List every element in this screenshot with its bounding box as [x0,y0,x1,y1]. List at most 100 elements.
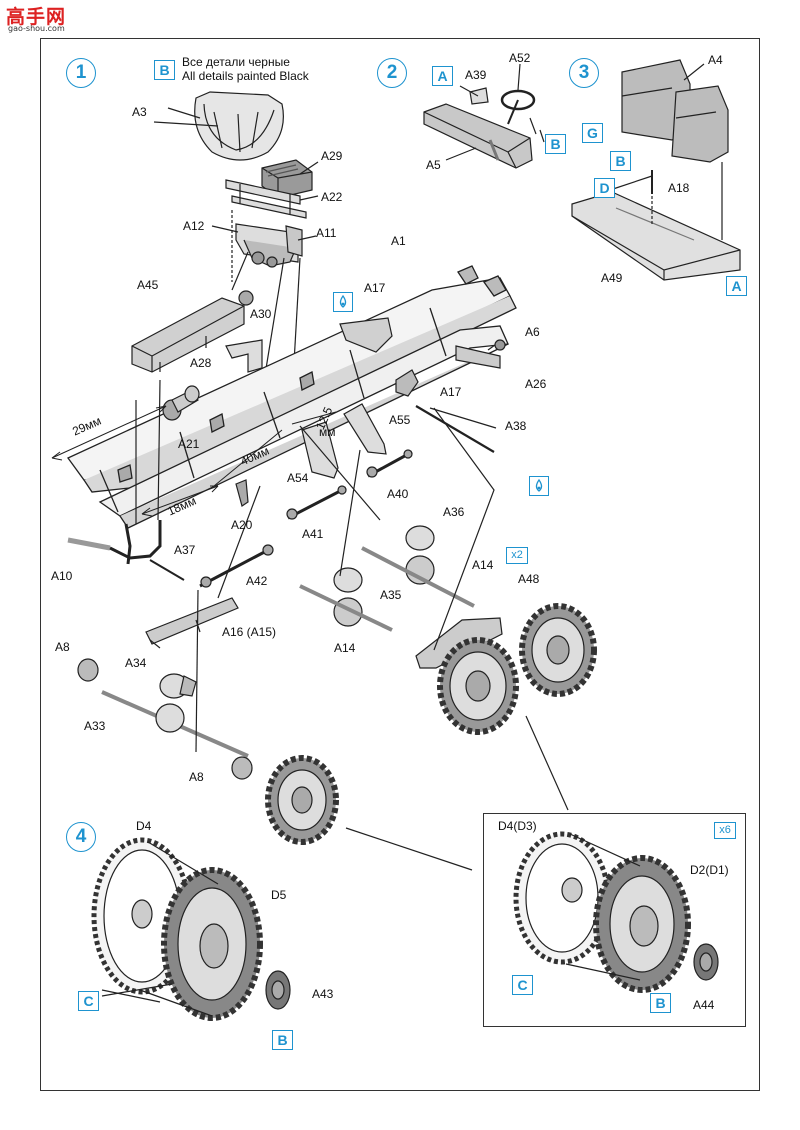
fuel-tank-a45-part [131,290,254,373]
part-label-a17: A17 [364,281,386,295]
part-label-a5: A5 [426,158,441,172]
seat-a3-part [194,91,284,161]
color-code-g: G [582,123,603,143]
shaft-a40-part [366,449,413,478]
inset-wheel-half-d2 [593,855,691,993]
part-label-a26: A26 [525,377,547,391]
part-label-a11: A11 [316,226,337,240]
part-label-a12: A12 [183,219,205,233]
dimension-12-5-unit: мм [319,425,336,439]
spring-hanger-a17-part [395,369,419,397]
battery-a28-part [162,385,200,421]
note-english: All details painted Black [182,69,309,83]
part-label-a16: A16 (A15) [222,625,277,639]
hub-a8-part [77,658,253,780]
part-label-a41: A41 [302,527,324,541]
color-code-d: D [594,178,615,198]
color-code-b: B [272,1030,293,1050]
part-label-a3: A3 [132,105,147,119]
part-label-d4: D4 [136,819,152,833]
part-label-a8: A8 [189,770,204,784]
rear-wheel-2 [519,603,597,697]
lever-a20-part [235,479,249,507]
part-label-a20: A20 [231,518,253,532]
step-2-number: 2 [377,58,407,88]
part-label-a28: A28 [190,356,212,370]
part-label-d4-d3: D4(D3) [498,819,537,833]
quantity-x2-badge: x2 [506,547,528,564]
inset-wheel-half-d4 [513,831,611,965]
color-code-a: A [432,66,453,86]
differential-a36-part [361,525,475,608]
part-label-a6: A6 [525,325,540,339]
site-watermark: 高手网 gao-shou.com [4,2,74,34]
shaft-a41-part [286,485,347,520]
differential-a34-part [159,673,197,699]
differential-a35-part [299,567,393,632]
shaft-a38-part [415,405,495,453]
part-label-a39: A39 [465,68,487,82]
bolt-a6-part [487,339,506,351]
part-label-a55: A55 [389,413,411,427]
part-label-a34: A34 [125,656,147,670]
step-1-number: 1 [66,58,96,88]
part-label-d2-d1: D2(D1) [690,863,729,877]
crossmember-a17-part [339,317,393,353]
axle-a33-part [101,690,249,758]
part-label-a33: A33 [84,719,106,733]
color-code-b: B [545,134,566,154]
part-label-a29: A29 [321,149,343,163]
part-label-a43: A43 [312,987,334,1001]
part-label-a49: A49 [601,271,623,285]
part-label-a21: A21 [178,437,200,451]
rod-a37-part [149,559,185,581]
bracket-a55-part [343,403,387,455]
paint-drop-icon [333,292,353,312]
part-label-a38: A38 [505,419,527,433]
exhaust-a10-part [67,520,162,565]
part-label-a17: A17 [440,385,462,399]
rear-wheel-1 [437,637,519,735]
hub-cap-a43-part [265,970,291,1010]
part-label-a18: A18 [668,181,690,195]
part-label-a42: A42 [246,574,268,588]
part-label-a1: A1 [391,234,406,248]
part-label-a4: A4 [708,53,723,67]
bracket-a22-part [225,179,307,219]
gearbox-a11-part [235,223,303,268]
color-code-c: C [512,975,533,995]
part-label-a44: A44 [693,998,715,1012]
watermark-url: gao-shou.com [8,24,65,33]
part-label-a36: A36 [443,505,465,519]
steering-wheel-a52-part [500,89,536,125]
part-label-a40: A40 [387,487,409,501]
part-label-a14: A14 [334,641,356,655]
front-wheel [265,755,339,845]
step-3-number: 3 [569,58,599,88]
part-label-a30: A30 [250,307,272,321]
part-label-a52: A52 [509,51,531,65]
seat-a4-part [621,59,729,163]
color-code-a: A [726,276,747,296]
bracket-a26-part [455,345,501,369]
note-russian: Все детали черные [182,55,290,69]
part-label-a35: A35 [380,588,402,602]
lever-a39-part [469,87,489,105]
color-code-b: B [154,60,175,80]
part-label-d5: D5 [271,888,287,902]
wheel-inset-panel: x6 [483,813,746,1027]
wheel-half-d5 [161,867,263,1021]
spring-a16-part [145,597,239,649]
dashboard-a5-part [423,103,533,169]
part-label-a54: A54 [287,471,309,485]
color-code-b: B [650,993,671,1013]
color-code-c: C [78,991,99,1011]
part-label-a10: A10 [51,569,73,583]
shaft-a42-part [199,544,274,588]
part-label-a22: A22 [321,190,343,204]
paint-drop-icon [529,476,549,496]
part-label-a48: A48 [518,572,540,586]
step-4-number: 4 [66,822,96,852]
